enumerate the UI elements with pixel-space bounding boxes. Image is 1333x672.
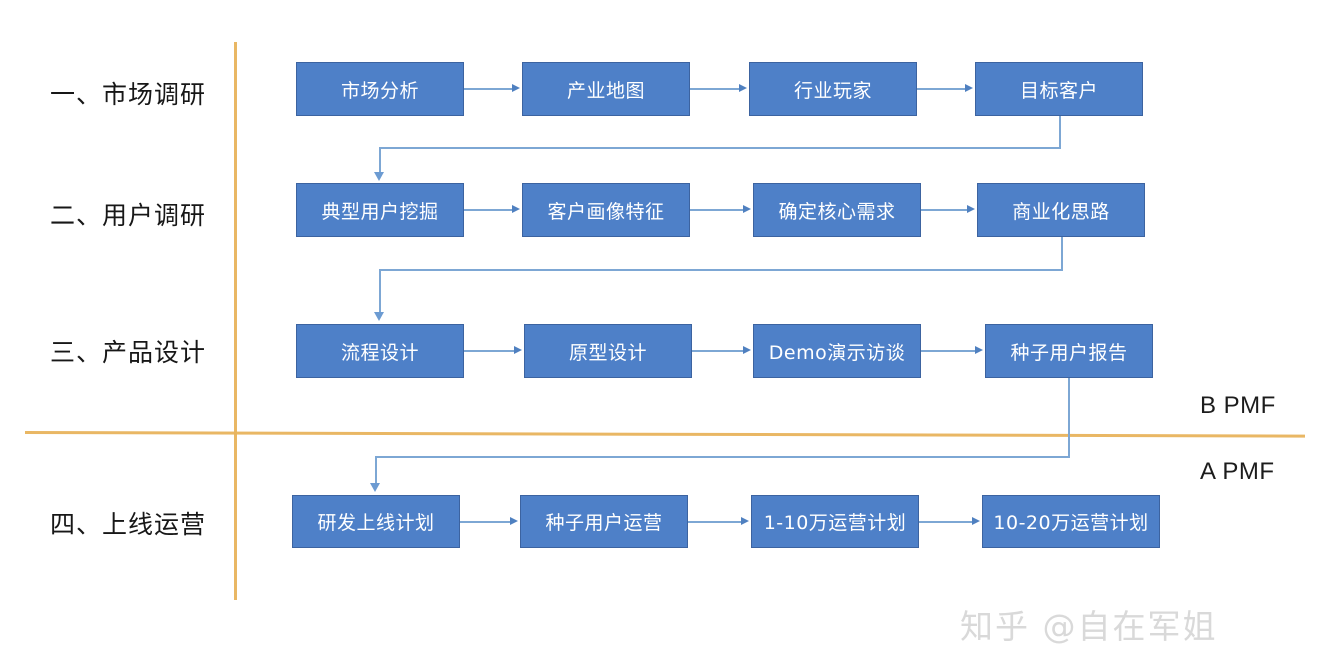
process-box-typical-user-mining[interactable]: 典型用户挖掘	[296, 183, 464, 237]
connector-r2-3-to-4	[921, 209, 969, 211]
arrow-head-r4-2-to-3	[741, 517, 749, 525]
process-box-dev-launch-plan[interactable]: 研发上线计划	[292, 495, 460, 548]
arrow-head-r3-2-to-3	[743, 346, 751, 354]
process-box-flow-design[interactable]: 流程设计	[296, 324, 464, 378]
pmf-label-a: A PMF	[1200, 458, 1275, 485]
process-box-prototype-design[interactable]: 原型设计	[524, 324, 692, 378]
arrow-head-r1-3-to-4	[965, 84, 973, 92]
arrow-head-r2-3-to-4	[967, 205, 975, 213]
connector-r4-2-to-3	[688, 521, 743, 523]
process-box-customer-persona[interactable]: 客户画像特征	[522, 183, 690, 237]
process-box-demo-interview[interactable]: Demo演示访谈	[753, 324, 921, 378]
connector-r2-2-to-3	[690, 209, 745, 211]
process-box-core-needs[interactable]: 确定核心需求	[753, 183, 921, 237]
connector-r4-3-to-4	[919, 521, 974, 523]
arrow-head-r2-2-to-3	[743, 205, 751, 213]
connector-r2-to-r3-across	[379, 269, 1063, 271]
arrow-head-r3-1-to-2	[514, 346, 522, 354]
watermark-zhihu: 知乎 @自在军姐	[960, 607, 1218, 646]
arrow-head-r2-to-r3	[374, 312, 384, 321]
connector-r1-to-r2-across	[379, 147, 1061, 149]
stage-label-product-design: 三、产品设计	[50, 338, 207, 367]
connector-r1-1-to-2	[464, 88, 514, 90]
connector-r3-2-to-3	[692, 350, 745, 352]
stage-label-market-research: 一、市场调研	[50, 80, 207, 109]
process-box-seed-user-report[interactable]: 种子用户报告	[985, 324, 1153, 378]
connector-r1-to-r2-drop	[1059, 116, 1061, 149]
arrow-head-r4-1-to-2	[510, 517, 518, 525]
pmf-label-b: B PMF	[1200, 392, 1276, 419]
arrow-head-r4-3-to-4	[972, 517, 980, 525]
connector-r3-3-to-4	[921, 350, 977, 352]
process-box-industry-map[interactable]: 产业地图	[522, 62, 690, 116]
connector-r3-to-r4-rise	[375, 456, 377, 485]
process-box-seed-user-operation[interactable]: 种子用户运营	[520, 495, 688, 548]
vertical-axis-divider	[234, 42, 237, 600]
arrow-head-r2-1-to-2	[512, 205, 520, 213]
arrow-head-r3-to-r4	[370, 483, 380, 492]
connector-r3-1-to-2	[464, 350, 516, 352]
connector-r1-to-r2-rise	[379, 147, 381, 174]
connector-r1-2-to-3	[690, 88, 741, 90]
connector-r4-1-to-2	[460, 521, 512, 523]
connector-r3-to-r4-across	[375, 456, 1070, 458]
connector-r1-3-to-4	[917, 88, 967, 90]
process-box-commercialization[interactable]: 商业化思路	[977, 183, 1145, 237]
process-box-10-20w-operation-plan[interactable]: 10-20万运营计划	[982, 495, 1160, 548]
process-box-industry-players[interactable]: 行业玩家	[749, 62, 917, 116]
connector-r2-1-to-2	[464, 209, 514, 211]
connector-r2-to-r3-rise	[379, 269, 381, 314]
process-box-1-10w-operation-plan[interactable]: 1-10万运营计划	[751, 495, 919, 548]
stage-label-user-research: 二、用户调研	[50, 201, 207, 230]
arrow-head-r1-1-to-2	[512, 84, 520, 92]
arrow-head-r1-to-r2	[374, 172, 384, 181]
process-box-market-analysis[interactable]: 市场分析	[296, 62, 464, 116]
stage-label-launch-operations: 四、上线运营	[50, 510, 207, 539]
horizontal-pmf-divider	[24, 431, 1305, 438]
arrow-head-r3-3-to-4	[975, 346, 983, 354]
connector-r2-to-r3-drop	[1061, 237, 1063, 271]
arrow-head-r1-2-to-3	[739, 84, 747, 92]
connector-r3-to-r4-drop	[1068, 378, 1070, 458]
process-box-target-customers[interactable]: 目标客户	[975, 62, 1143, 116]
